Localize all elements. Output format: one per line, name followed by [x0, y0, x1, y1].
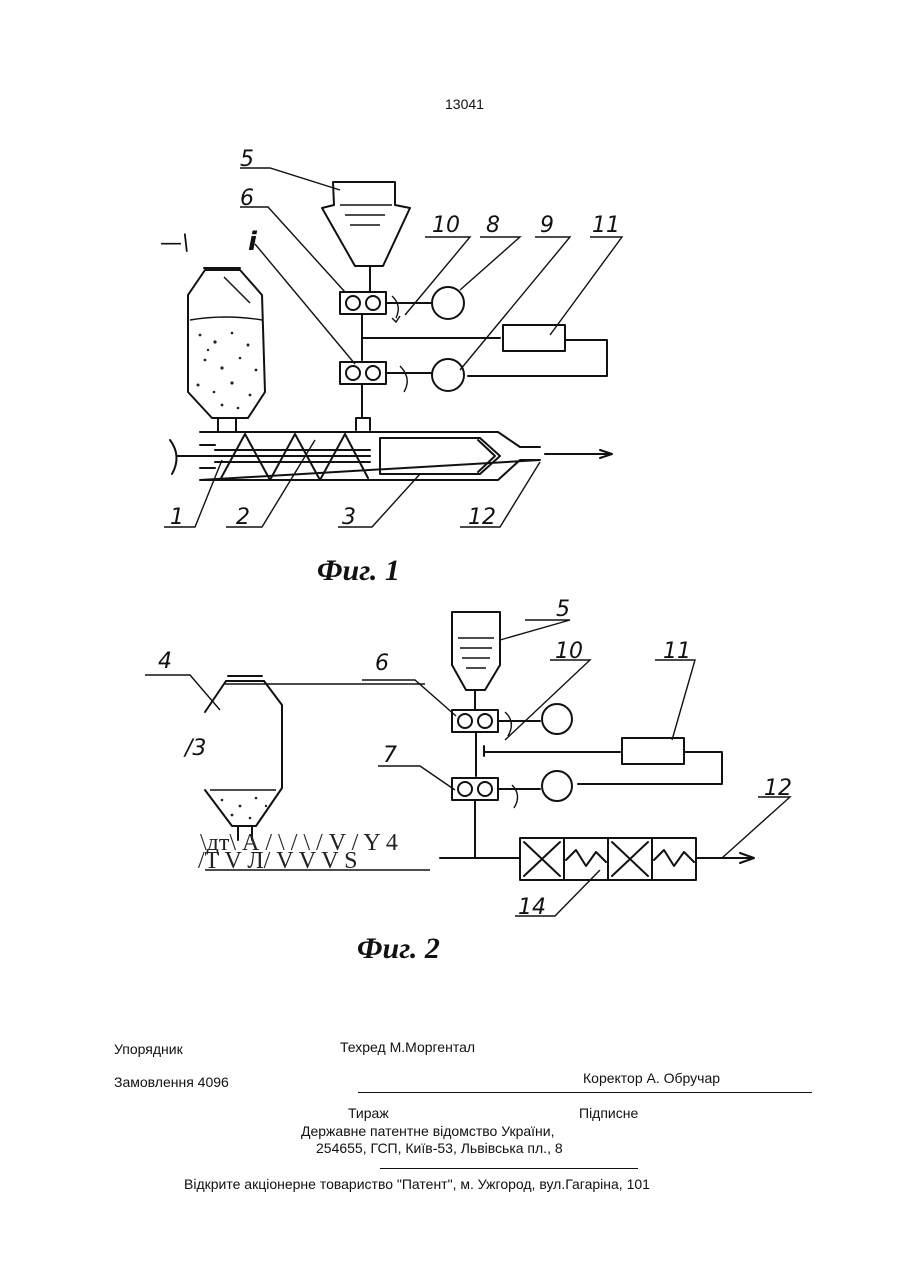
order-label: Замовлення 4096 — [114, 1074, 229, 1090]
label-i: i — [248, 227, 258, 257]
figure-1-caption: Фиг. 1 — [317, 554, 400, 587]
circulation-label: Тираж — [348, 1105, 389, 1121]
label-lead-mark: —\ — [160, 231, 189, 256]
silo-outlet — [218, 418, 236, 432]
motor-fig2-bottom — [542, 771, 572, 801]
label-11: 11 — [592, 213, 620, 238]
label-12-fig2: 12 — [764, 776, 792, 801]
label-8: 8 — [486, 213, 500, 238]
label-10-fig2: 10 — [555, 639, 583, 664]
compiler-label: Упорядник — [114, 1041, 183, 1057]
label-7-fig2: 7 — [383, 743, 397, 768]
label-6: 6 — [240, 186, 254, 211]
label-4-fig2: 4 — [158, 649, 172, 674]
label-12: 12 — [468, 505, 496, 530]
figure-2: 5 4 6 10 11 /3 7 12 14 \дт\ А / \ / \ / … — [145, 597, 792, 965]
silo-fig2 — [205, 681, 282, 826]
controller-11-fig2 — [622, 738, 684, 764]
label-5: 5 — [240, 147, 254, 172]
label-13-fig2: /3 — [183, 736, 206, 761]
printer-imprint: Відкрите акціонерне товариство "Патент",… — [184, 1176, 650, 1192]
label-3: 3 — [342, 505, 356, 530]
silo-fill-line — [190, 317, 262, 320]
label-1: 1 — [170, 505, 184, 530]
label-5-fig2: 5 — [556, 597, 570, 622]
rotation-arrow-6 — [392, 296, 400, 322]
label-14-fig2: 14 — [518, 895, 546, 920]
silo-body — [188, 270, 265, 418]
patent-office: Державне патентне відомство України, — [301, 1123, 555, 1139]
controller-11 — [503, 325, 565, 351]
techred-label: Техред М.Моргентал — [340, 1039, 475, 1055]
figure-2-caption: Фиг. 2 — [357, 932, 440, 965]
figure-1: 5 6 10 8 9 11 —\ i 1 2 3 12 Фиг. 1 — [160, 147, 622, 587]
hopper-5-liquid — [340, 205, 392, 225]
label-2: 2 — [236, 505, 250, 530]
label-10: 10 — [432, 213, 460, 238]
imprint-rule-top — [358, 1092, 812, 1093]
hopper-5 — [322, 182, 410, 266]
corrector-label: Коректор А. Обручар — [583, 1070, 720, 1086]
patent-office-address: 254655, ГСП, Київ-53, Львівська пл., 8 — [316, 1140, 563, 1156]
motor-8 — [432, 287, 464, 319]
hopper-5-fig2 — [452, 612, 500, 690]
motor-fig2-top — [542, 704, 572, 734]
label-11-fig2: 11 — [663, 639, 691, 664]
label-9: 9 — [540, 213, 554, 238]
ocr-fragment-2: /T V Л/ V V V S — [198, 848, 357, 874]
patent-drawing: 5 6 10 8 9 11 —\ i 1 2 3 12 Фиг. 1 — [0, 0, 900, 1000]
imprint-rule-bottom — [380, 1168, 638, 1169]
label-6-fig2: 6 — [375, 651, 389, 676]
motor-9 — [432, 359, 464, 391]
subscription-label: Підписне — [579, 1105, 638, 1121]
silo-granules — [197, 332, 258, 410]
